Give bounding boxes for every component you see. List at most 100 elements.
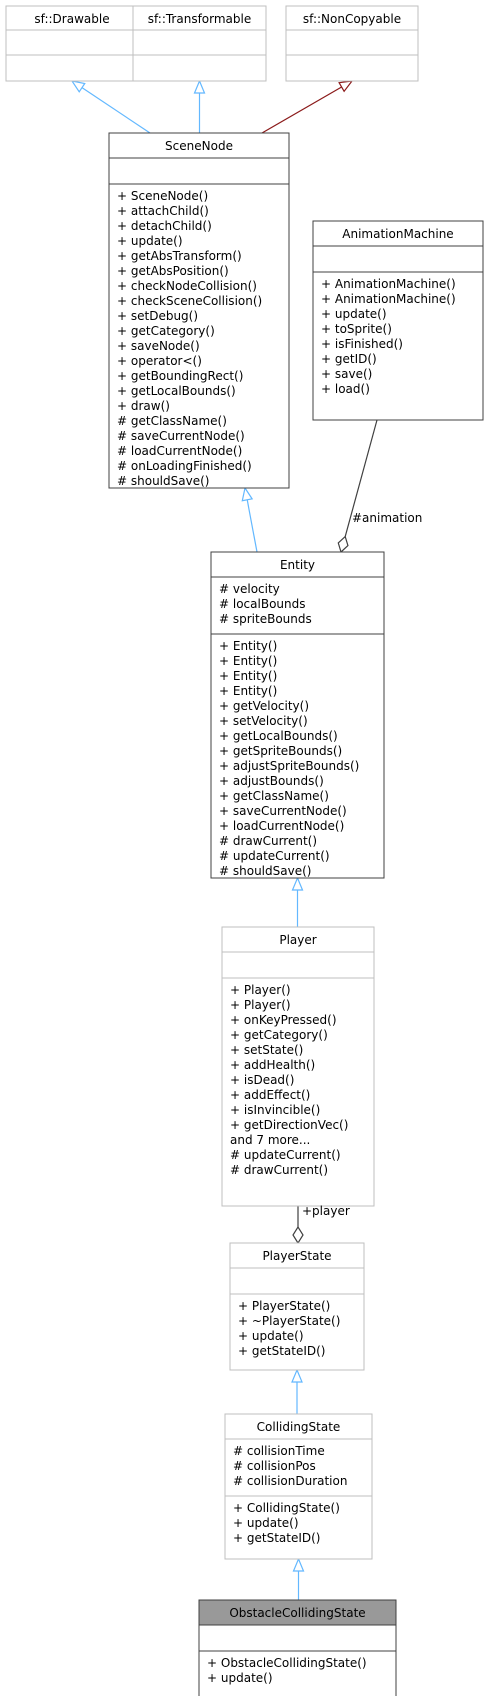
class-method: # getClassName(): [117, 414, 227, 428]
inherit-collidingstate-edge-arrowhead: [292, 1557, 305, 1572]
class-method: + setState(): [230, 1043, 303, 1057]
inherit-scenenode-edge-line: [246, 499, 258, 553]
class-method: + AnimationMachine(): [321, 292, 456, 306]
class-name-compartment: [210, 551, 385, 578]
class-method: + SceneNode(): [117, 189, 208, 203]
class-method: # shouldSave(): [117, 474, 209, 488]
class-name: Player: [279, 933, 316, 947]
class-method: # updateCurrent(): [219, 849, 330, 863]
class-method: + operator<(): [117, 354, 202, 368]
class-methods-compartment: [198, 1650, 397, 1696]
class-method: + Entity(): [219, 639, 277, 653]
class-box-noncopyable[interactable]: sf::NonCopyable: [285, 5, 419, 82]
class-method: + getBoundingRect(): [117, 369, 243, 383]
class-attributes-compartment: [198, 1624, 397, 1652]
edge-labels: #animation +player: [302, 511, 422, 1218]
class-method: # updateCurrent(): [230, 1148, 341, 1162]
class-method: + addEffect(): [230, 1088, 310, 1102]
class-attribute: # spriteBounds: [219, 612, 312, 626]
class-method: + adjustSpriteBounds(): [219, 759, 359, 773]
class-method: + load(): [321, 382, 370, 396]
class-attributes-compartment: [221, 951, 375, 979]
class-attribute: # collisionPos: [233, 1459, 316, 1473]
class-attributes-compartment: [5, 29, 139, 56]
animation-edge-label: #animation: [352, 511, 422, 525]
class-method: + getVelocity(): [219, 699, 309, 713]
class-method: + update(): [233, 1516, 299, 1530]
class-name-compartment: [221, 926, 375, 953]
player-association-edge-diamond: [292, 1225, 304, 1245]
class-method: + addHealth(): [230, 1058, 315, 1072]
class-name: sf::NonCopyable: [303, 12, 401, 26]
class-name-compartment: [224, 1413, 373, 1440]
class-attributes-compartment: [229, 1267, 365, 1295]
animation-association-edge-line: [344, 419, 378, 537]
class-method: + getSpriteBounds(): [219, 744, 342, 758]
class-method: + Player(): [230, 998, 291, 1012]
class-methods-compartment: [221, 977, 375, 1207]
class-method: + PlayerState(): [238, 1299, 330, 1313]
class-method: + getAbsPosition(): [117, 264, 229, 278]
class-method: + isInvincible(): [230, 1103, 320, 1117]
class-name-compartment: [5, 5, 139, 31]
class-method: + saveNode(): [117, 339, 200, 353]
class-box-playerstate[interactable]: PlayerState+ PlayerState()+ ~PlayerState…: [229, 1242, 365, 1371]
class-method: + saveCurrentNode(): [219, 804, 347, 818]
class-method: # drawCurrent(): [230, 1163, 328, 1177]
class-method: # drawCurrent(): [219, 834, 317, 848]
class-box-entity[interactable]: Entity# velocity# localBounds# spriteBou…: [210, 551, 385, 879]
inherit-transformable-edge-arrowhead: [193, 79, 206, 94]
class-attribute: # localBounds: [219, 597, 305, 611]
class-box-animationmachine[interactable]: AnimationMachine+ AnimationMachine()+ An…: [312, 220, 484, 421]
class-methods-compartment: [229, 1293, 365, 1371]
class-method: + getStateID(): [233, 1531, 320, 1545]
animation-association-edge-diamond: [337, 535, 349, 554]
class-box-collidingstate[interactable]: CollidingState# collisionTime# collision…: [224, 1413, 373, 1560]
class-attribute: # collisionTime: [233, 1444, 325, 1458]
inherit-playerstate-edge-arrowhead: [291, 1368, 303, 1383]
class-method: + update(): [238, 1329, 304, 1343]
class-method: + getLocalBounds(): [117, 384, 236, 398]
class-method: + attachChild(): [117, 204, 209, 218]
class-name-compartment: [312, 220, 484, 247]
class-attributes-compartment: [312, 245, 484, 273]
class-method: # saveCurrentNode(): [117, 429, 245, 443]
inherit-scenenode-edge-arrowhead: [241, 486, 254, 502]
class-method: # onLoadingFinished(): [117, 459, 252, 473]
class-attributes-compartment: [132, 29, 267, 56]
class-methods-compartment: [108, 183, 290, 489]
class-box-drawable[interactable]: sf::Drawable: [5, 5, 139, 82]
class-method: + checkNodeCollision(): [117, 279, 257, 293]
class-box-player[interactable]: Player+ Player()+ Player()+ onKeyPressed…: [221, 926, 375, 1207]
class-method: + draw(): [117, 399, 170, 413]
class-method: + detachChild(): [117, 219, 212, 233]
class-attributes-compartment: [285, 29, 419, 56]
class-name-compartment: [198, 1599, 397, 1626]
class-method: + getDirectionVec(): [230, 1118, 348, 1132]
class-methods-compartment: [312, 271, 484, 421]
class-box-obstaclecollidingstate[interactable]: ObstacleCollidingState+ ObstacleCollidin…: [198, 1599, 397, 1696]
class-method: + isFinished(): [321, 337, 403, 351]
class-method: # shouldSave(): [219, 864, 311, 878]
class-method: + save(): [321, 367, 372, 381]
class-method: + setVelocity(): [219, 714, 308, 728]
inherit-drawable-edge-line: [81, 87, 151, 134]
class-name: SceneNode: [165, 139, 233, 153]
class-method: # loadCurrentNode(): [117, 444, 242, 458]
class-attribute: # velocity: [219, 582, 280, 596]
class-name: sf::Drawable: [34, 12, 109, 26]
class-method: + onKeyPressed(): [230, 1013, 337, 1027]
class-box-transformable[interactable]: sf::Transformable: [132, 5, 267, 82]
class-methods-compartment: [285, 54, 419, 82]
inherit-entity-edge-arrowhead: [291, 876, 304, 891]
class-method: + AnimationMachine(): [321, 277, 456, 291]
class-method: + ObstacleCollidingState(): [207, 1656, 367, 1670]
class-box-scenenode[interactable]: SceneNode+ SceneNode()+ attachChild()+ d…: [108, 132, 290, 489]
class-method: + toSprite(): [321, 322, 392, 336]
inherit-noncopyable-edge-arrowhead: [338, 80, 354, 93]
class-boxes: sf::Drawable sf::Transformable sf::NonCopy…: [5, 5, 484, 1696]
class-method: + loadCurrentNode(): [219, 819, 344, 833]
class-method: + getClassName(): [219, 789, 329, 803]
class-method: + update(): [207, 1671, 273, 1685]
